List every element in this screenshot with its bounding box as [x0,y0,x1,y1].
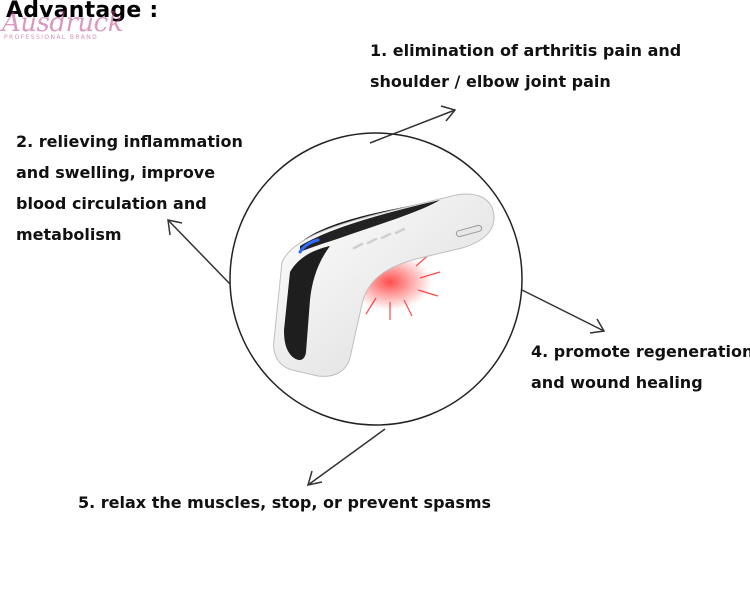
laser-therapy-device [273,193,495,377]
benefit-2-line-2: and swelling, improve [16,163,216,182]
benefit-4: 4. promote regeneration and wound healin… [531,336,750,398]
benefit-2-line-3: blood circulation and [16,194,207,213]
benefit-2-line-1: 2. relieving inflammation [16,132,243,151]
benefit-5: 5. relax the muscles, stop, or prevent s… [78,487,491,518]
benefit-2: 2. relieving inflammation and swelling, … [16,126,243,250]
logo-wordmark: Ausdruck [2,8,124,38]
arrow-1 [369,105,457,144]
page-title: Advantage : [6,0,159,23]
benefit-1-line-1: 1. elimination of arthritis pain and [370,41,682,60]
indicator-light [298,238,320,254]
benefit-1: 1. elimination of arthritis pain and sho… [370,35,681,97]
benefit-4-line-1: 4. promote regeneration [531,342,750,361]
benefit-4-line-2: and wound healing [531,373,703,392]
benefit-5-line-1: 5. relax the muscles, stop, or prevent s… [78,493,492,512]
arrow-5 [306,428,386,486]
benefit-1-line-2: shoulder / elbow joint pain [370,72,611,91]
arrow-2 [167,219,231,285]
arrow-4 [521,289,606,334]
brand-logo: Ausdruck PROFESSIONAL BRAND [2,8,124,41]
benefit-2-line-4: metabolism [16,225,122,244]
logo-tagline: PROFESSIONAL BRAND [4,34,99,41]
